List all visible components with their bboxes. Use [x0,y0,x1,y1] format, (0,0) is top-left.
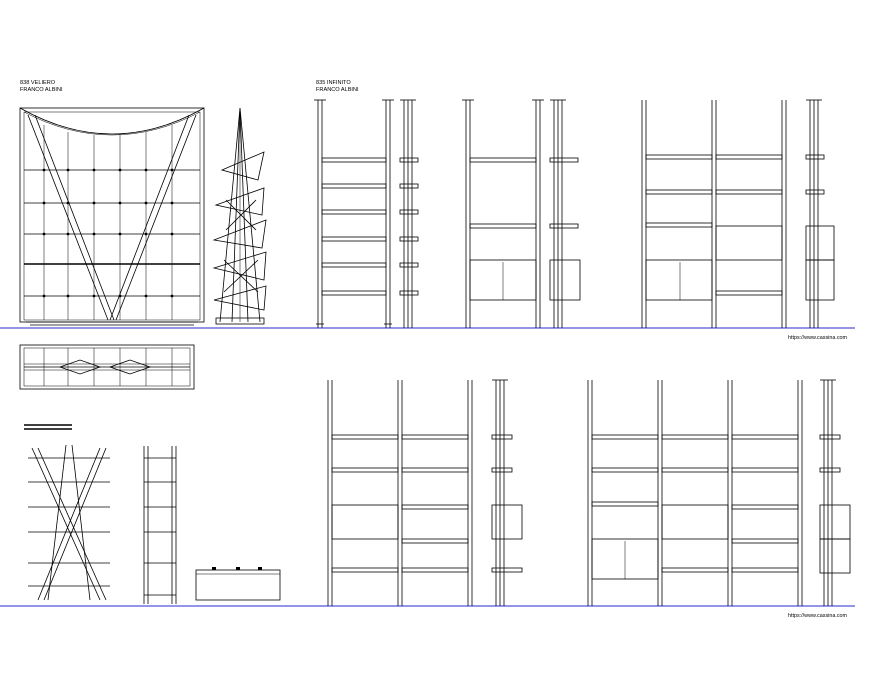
velero-plan-view [19,344,195,390]
x-shelf-front [24,424,110,601]
infinito-model-label: 835 INFINITO [316,80,351,86]
infinito-unit-4-front [327,380,473,606]
infinito-unit-1-front [314,99,394,328]
website-url-bottom: https://www.cassina.com [788,613,848,619]
velero-pins [42,168,174,298]
infinito-unit-4-side [491,379,523,606]
low-cabinet [195,567,281,601]
infinito-unit-3-side [805,99,835,328]
infinito-unit-5-side [819,379,851,606]
infinito-unit-5-front [587,380,803,606]
infinito-unit-2-front [462,99,544,328]
infinito-unit-1-side [399,99,419,328]
velero-front-elevation [19,107,205,326]
velero-side-elevation [212,107,267,325]
website-url-top: https://www.cassina.com [788,335,848,341]
ladder-side-elevation [143,446,177,604]
velero-designer-label: FRANCO ALBINI [20,87,63,93]
infinito-designer-label: FRANCO ALBINI [316,87,359,93]
infinito-unit-3-front [641,100,787,328]
velero-model-label: 838 VELIERO [20,80,56,86]
infinito-unit-2-side [549,99,581,328]
